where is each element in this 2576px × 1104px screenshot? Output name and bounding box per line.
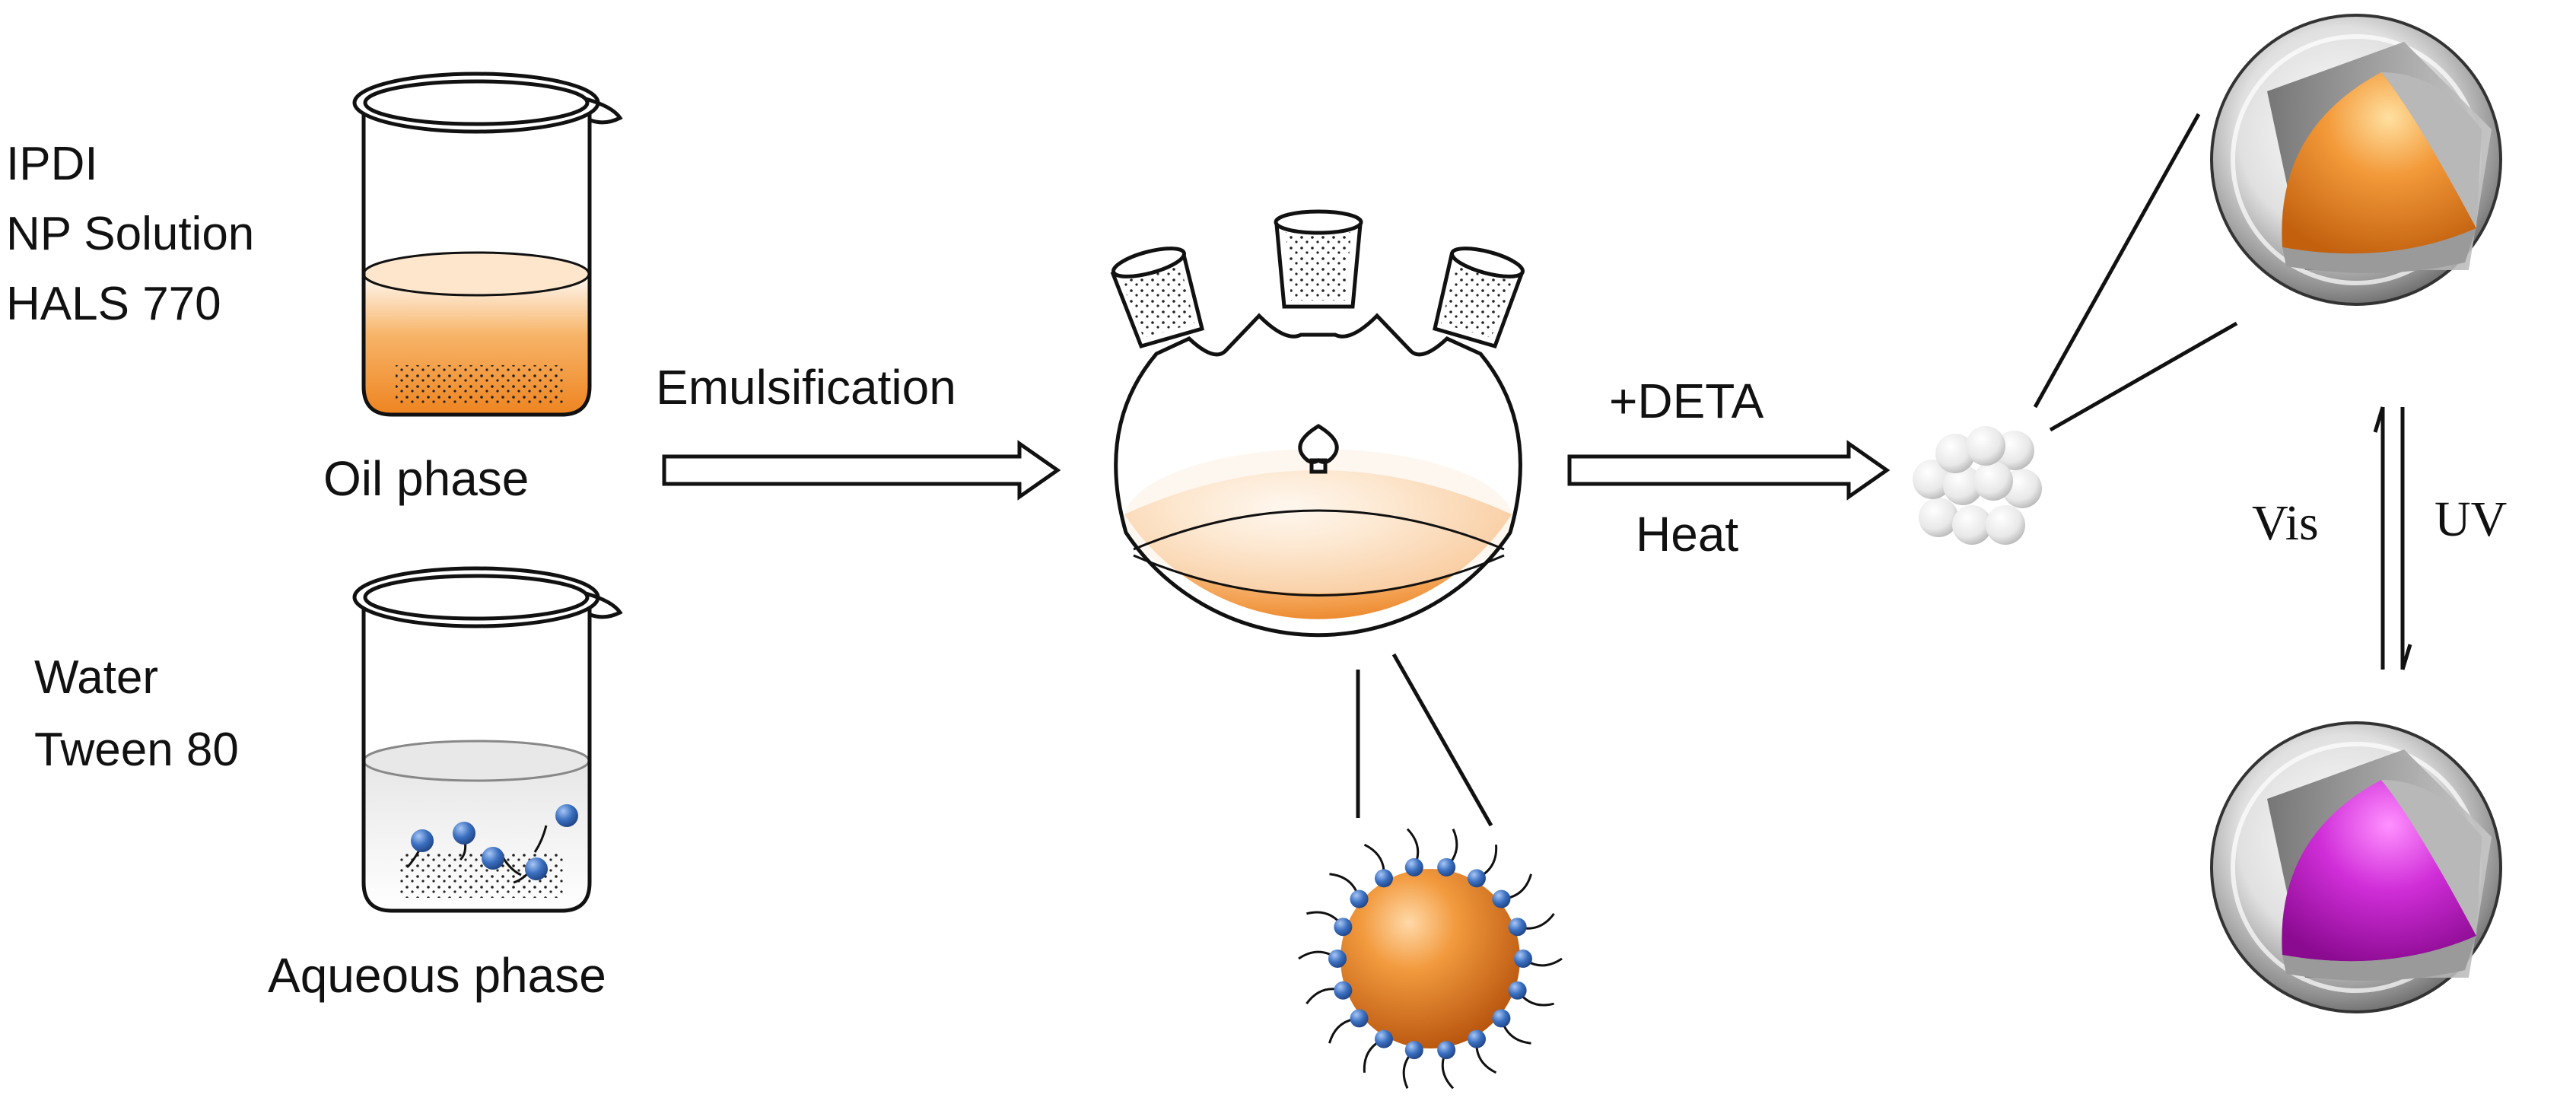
emulsification-arrow bbox=[662, 440, 1061, 501]
emulsification-label: Emulsification bbox=[656, 360, 956, 415]
deta-label: +DETA bbox=[1609, 374, 1764, 428]
vis-uv-equilibrium-arrows bbox=[2373, 406, 2412, 670]
surfactant-head bbox=[1508, 981, 1527, 1000]
uv-label: UV bbox=[2434, 492, 2508, 547]
surfactant-head bbox=[1334, 981, 1353, 1000]
vis-label: Vis bbox=[2252, 495, 2319, 551]
emulsion-droplet bbox=[1298, 828, 1563, 1090]
oil-phase-label: Oil phase bbox=[323, 451, 530, 506]
surfactant-head bbox=[1328, 950, 1347, 968]
oil-ingredient-np-solution: NP Solution bbox=[6, 208, 255, 260]
oil-ingredient-hals: HALS 770 bbox=[6, 278, 221, 330]
surfactant-head bbox=[1375, 869, 1393, 888]
surfactant-head bbox=[1468, 869, 1486, 888]
three-neck-flask bbox=[1110, 209, 1525, 638]
surfactant-head bbox=[1508, 918, 1527, 937]
surfactant-head bbox=[1350, 889, 1369, 908]
microcapsule-cluster bbox=[1913, 426, 2042, 545]
zoom-line bbox=[1391, 653, 1493, 827]
surfactant-head bbox=[1492, 889, 1511, 908]
aqueous-ingredient-water: Water bbox=[34, 651, 159, 704]
oil-ingredient-ipdi: IPDI bbox=[6, 138, 98, 190]
surfactant-head bbox=[1404, 1041, 1423, 1060]
surfactant-head bbox=[1437, 1041, 1456, 1060]
surfactant-head bbox=[1514, 950, 1532, 968]
heat-label: Heat bbox=[1636, 507, 1739, 562]
zoom-line bbox=[2049, 321, 2238, 432]
aqueous-phase-label: Aqueous phase bbox=[268, 948, 606, 1003]
surfactant-head bbox=[1468, 1029, 1486, 1048]
surfactant-head bbox=[1437, 857, 1456, 877]
capsule-orange-core bbox=[2210, 14, 2502, 306]
surfactant-head bbox=[1492, 1009, 1511, 1028]
aqueous-ingredient-tween: Tween 80 bbox=[34, 724, 239, 776]
surfactant-head bbox=[1334, 918, 1353, 937]
zoom-line bbox=[2033, 113, 2201, 409]
surfactant-head bbox=[1404, 857, 1423, 877]
oil-beaker bbox=[352, 72, 623, 417]
surfactant-head bbox=[1350, 1009, 1369, 1028]
deta-heat-arrow bbox=[1567, 440, 1891, 501]
capsule-magenta-core bbox=[2210, 721, 2502, 1013]
surfactant-head bbox=[1375, 1029, 1393, 1048]
surfactant-molecules bbox=[405, 804, 578, 884]
